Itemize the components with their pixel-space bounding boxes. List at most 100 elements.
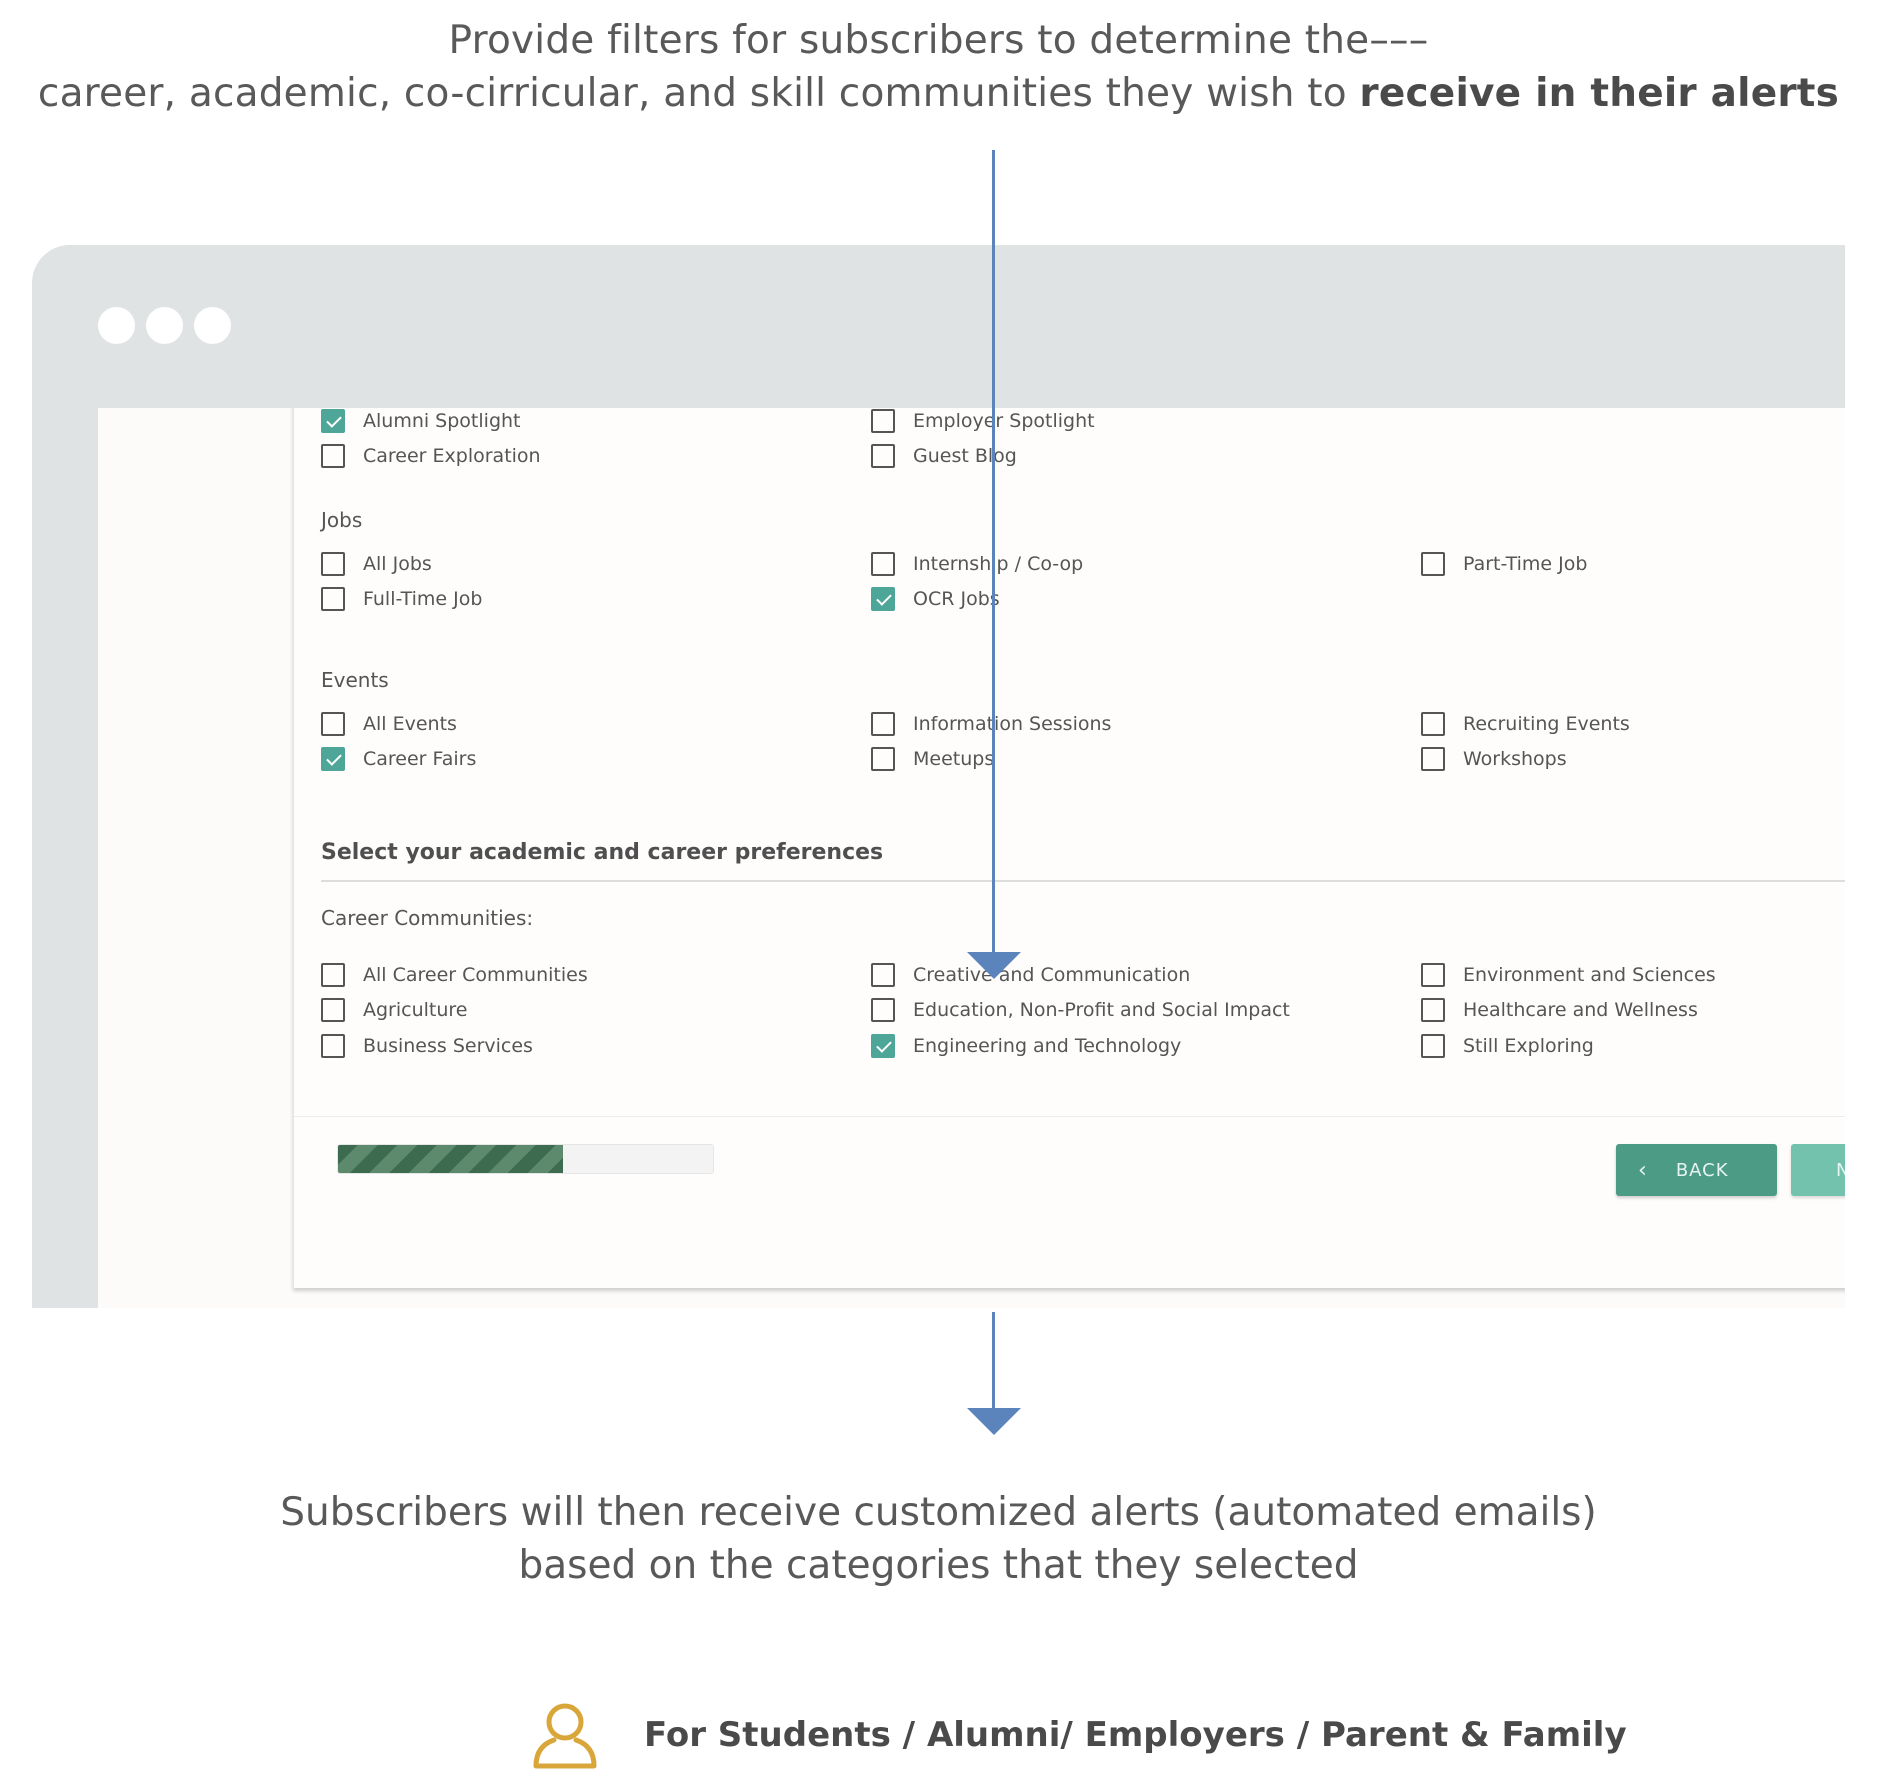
checkbox-icon[interactable]	[871, 963, 895, 987]
checkbox-ocr-jobs[interactable]: OCR Jobs	[871, 582, 1000, 616]
option-label: Business Services	[363, 1035, 533, 1057]
checkbox-full-time-job[interactable]: Full-Time Job	[321, 582, 482, 616]
audience-row: For Students / Alumni/ Employers / Paren…	[530, 1700, 1627, 1770]
checkbox-career-exploration[interactable]: Career Exploration	[321, 439, 541, 473]
checkbox-part-time-job[interactable]: Part-Time Job	[1421, 547, 1587, 581]
option-label: Part-Time Job	[1463, 553, 1588, 575]
checkbox-icon[interactable]	[871, 552, 895, 576]
checkbox-employer-spotlight[interactable]: Employer Spotlight	[871, 408, 1095, 438]
checkbox-icon[interactable]	[871, 409, 895, 433]
checkbox-workshops[interactable]: Workshops	[1421, 742, 1567, 776]
option-label: Information Sessions	[913, 713, 1112, 735]
next-button[interactable]: N	[1791, 1144, 1845, 1196]
option-label: Employer Spotlight	[913, 410, 1095, 432]
back-button-label: BACK	[1675, 1159, 1729, 1181]
checkbox-still-exploring[interactable]: Still Exploring	[1421, 1029, 1594, 1063]
headline-bottom-line-2: based on the categories that they select…	[518, 1543, 1359, 1588]
progress-fill	[338, 1145, 563, 1173]
option-label: All Jobs	[363, 553, 432, 575]
checkbox-icon[interactable]	[871, 587, 895, 611]
checkbox-creative-and-communication[interactable]: Creative and Communication	[871, 958, 1190, 992]
checkbox-all-jobs[interactable]: All Jobs	[321, 547, 432, 581]
checkbox-icon[interactable]	[321, 963, 345, 987]
headline-top: Provide filters for subscribers to deter…	[0, 14, 1877, 120]
section-title: Select your academic and career preferen…	[321, 840, 884, 865]
preferences-form: Alumni Spotlight Career Exploration Empl…	[293, 408, 1845, 1288]
headline-bottom-line-1: Subscribers will then receive customized…	[280, 1490, 1597, 1535]
headline-top-line-2: career, academic, co-cirricular, and ski…	[0, 67, 1877, 120]
checkbox-career-fairs[interactable]: Career Fairs	[321, 742, 476, 776]
option-label: Healthcare and Wellness	[1463, 999, 1698, 1021]
checkbox-icon[interactable]	[871, 712, 895, 736]
option-label: Recruiting Events	[1463, 713, 1630, 735]
checkbox-icon[interactable]	[321, 409, 345, 433]
chevron-left-icon: ‹	[1638, 1157, 1648, 1183]
checkbox-information-sessions[interactable]: Information Sessions	[871, 707, 1111, 741]
arrow-down-icon	[967, 952, 1021, 979]
jobs-group-label: Jobs	[321, 508, 363, 532]
checkbox-icon[interactable]	[1421, 747, 1445, 771]
option-label: OCR Jobs	[913, 588, 1000, 610]
checkbox-icon[interactable]	[321, 998, 345, 1022]
checkbox-icon[interactable]	[1421, 998, 1445, 1022]
checkbox-icon[interactable]	[1421, 1034, 1445, 1058]
option-label: Full-Time Job	[363, 588, 483, 610]
checkbox-engineering-and-technology[interactable]: Engineering and Technology	[871, 1029, 1181, 1063]
arrow-line-top	[992, 150, 995, 956]
checkbox-business-services[interactable]: Business Services	[321, 1029, 533, 1063]
checkbox-icon[interactable]	[871, 747, 895, 771]
option-label: Meetups	[913, 748, 995, 770]
audience-text: For Students / Alumni/ Employers / Paren…	[644, 1715, 1627, 1755]
headline-top-line-1: Provide filters for subscribers to deter…	[448, 18, 1429, 63]
checkbox-healthcare-and-wellness[interactable]: Healthcare and Wellness	[1421, 993, 1698, 1027]
checkbox-agriculture[interactable]: Agriculture	[321, 993, 468, 1027]
checkbox-icon[interactable]	[321, 747, 345, 771]
checkbox-icon[interactable]	[1421, 552, 1445, 576]
back-button[interactable]: ‹ BACK	[1616, 1144, 1777, 1196]
checkbox-meetups[interactable]: Meetups	[871, 742, 994, 776]
option-label: Engineering and Technology	[913, 1035, 1182, 1057]
next-button-label: N	[1836, 1159, 1845, 1181]
option-label: All Events	[363, 713, 457, 735]
window-dot-2	[146, 307, 183, 344]
events-group-label: Events	[321, 668, 389, 692]
checkbox-education-non-profit[interactable]: Education, Non-Profit and Social Impact	[871, 993, 1290, 1027]
option-label: Career Fairs	[363, 748, 477, 770]
arrow-down-icon	[967, 1408, 1021, 1435]
checkbox-icon[interactable]	[321, 1034, 345, 1058]
checkbox-all-career-communities[interactable]: All Career Communities	[321, 958, 588, 992]
checkbox-icon[interactable]	[321, 444, 345, 468]
checkbox-icon[interactable]	[321, 552, 345, 576]
arrow-line-bottom	[992, 1312, 995, 1412]
checkbox-icon[interactable]	[321, 712, 345, 736]
option-label: Still Exploring	[1463, 1035, 1594, 1057]
progress-bar	[337, 1144, 714, 1174]
option-label: Education, Non-Profit and Social Impact	[913, 999, 1290, 1021]
window-dot-3	[194, 307, 231, 344]
section-divider	[321, 880, 1845, 882]
browser-window: Alumni Spotlight Career Exploration Empl…	[32, 245, 1845, 1308]
checkbox-icon[interactable]	[871, 1034, 895, 1058]
option-label: All Career Communities	[363, 964, 588, 986]
checkbox-internship-co-op[interactable]: Internship / Co-op	[871, 547, 1083, 581]
checkbox-icon[interactable]	[871, 998, 895, 1022]
option-label: Workshops	[1463, 748, 1567, 770]
headline-top-line-2-bold: receive in their alerts	[1359, 71, 1840, 116]
checkbox-alumni-spotlight[interactable]: Alumni Spotlight	[321, 408, 521, 438]
career-communities-label: Career Communities:	[321, 906, 534, 930]
option-label: Guest Blog	[913, 445, 1017, 467]
option-label: Agriculture	[363, 999, 468, 1021]
checkbox-recruiting-events[interactable]: Recruiting Events	[1421, 707, 1630, 741]
window-dot-1	[98, 307, 135, 344]
checkbox-environment-and-sciences[interactable]: Environment and Sciences	[1421, 958, 1716, 992]
checkbox-icon[interactable]	[321, 587, 345, 611]
checkbox-icon[interactable]	[1421, 712, 1445, 736]
browser-viewport: Alumni Spotlight Career Exploration Empl…	[98, 408, 1845, 1308]
checkbox-icon[interactable]	[871, 444, 895, 468]
checkbox-icon[interactable]	[1421, 963, 1445, 987]
user-icon	[533, 1703, 597, 1769]
footer-divider	[294, 1116, 1845, 1117]
checkbox-all-events[interactable]: All Events	[321, 707, 457, 741]
checkbox-guest-blog[interactable]: Guest Blog	[871, 439, 1017, 473]
option-label: Alumni Spotlight	[363, 410, 521, 432]
